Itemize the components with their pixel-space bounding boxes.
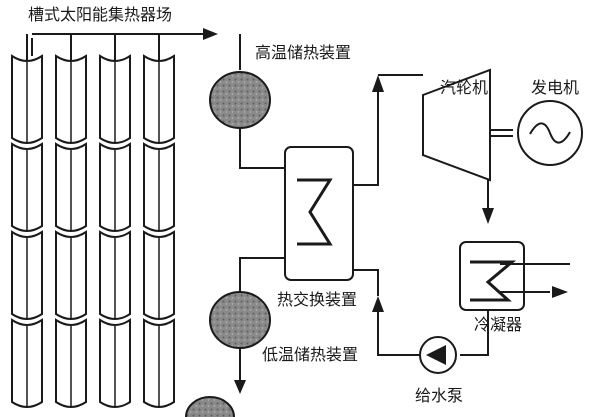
- turbine-label: 汽轮机: [440, 78, 488, 97]
- exhaust-line: [482, 180, 494, 224]
- generator-label: 发电机: [531, 78, 579, 97]
- generator: [517, 100, 583, 166]
- condenser-label: 冷凝器: [474, 315, 522, 334]
- collector-field-label: 槽式太阳能集热器场: [28, 5, 172, 24]
- hot-storage-tank: [209, 71, 285, 169]
- cold-storage-tank: [185, 257, 285, 417]
- heat-exchanger-label: 热交换装置: [277, 290, 357, 309]
- collector-field: [11, 34, 175, 408]
- heat-exchanger: [284, 146, 354, 281]
- condenser: [459, 241, 570, 356]
- hot-storage-label: 高温储热装置: [255, 43, 351, 62]
- cold-storage-label: 低温储热装置: [262, 345, 358, 364]
- feedwater-pump: [353, 269, 457, 374]
- pump-label: 给水泵: [415, 386, 463, 405]
- turbine: [422, 68, 513, 182]
- supply-pipe: [31, 28, 241, 70]
- steam-line: [353, 74, 423, 186]
